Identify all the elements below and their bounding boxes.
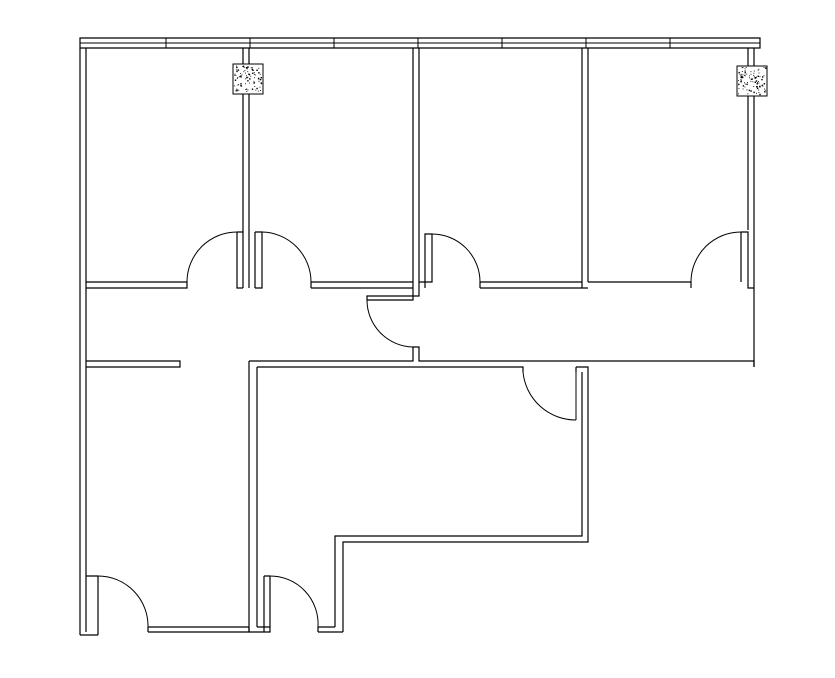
door-entry-east (269, 575, 319, 628)
door-corridor-west (366, 299, 414, 348)
door-office-4 (690, 231, 742, 283)
column-west (232, 63, 264, 95)
corridor-walls (86, 290, 755, 368)
office-partitions (242, 48, 589, 290)
door-entry-west (97, 575, 149, 628)
office-south-walls (86, 231, 754, 289)
door-corridor-south (522, 371, 577, 421)
door-office-3 (431, 233, 481, 283)
door-office-1 (186, 231, 238, 283)
column-east (736, 65, 768, 97)
lower-room-walls (85, 361, 589, 635)
west-exterior-wall (79, 48, 98, 636)
north-window-wall (79, 37, 761, 49)
door-office-2 (261, 231, 312, 283)
